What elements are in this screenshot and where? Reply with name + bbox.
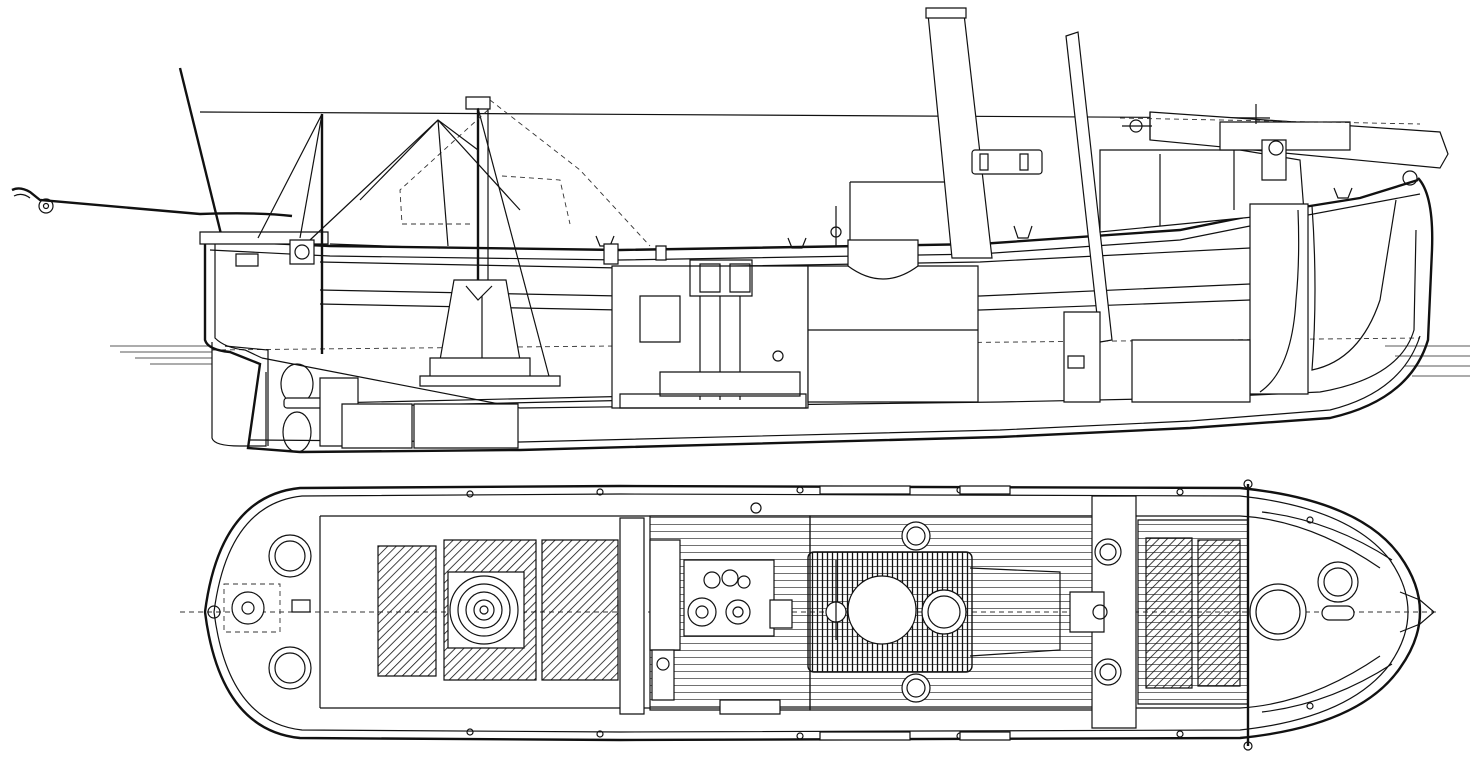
boiler-casing: [808, 182, 978, 402]
bow-searchlight: [1120, 104, 1448, 185]
capstan: [420, 280, 560, 386]
deck-bitts: [596, 188, 1352, 264]
funnel: [926, 8, 1042, 258]
forward-deckhouse: [1070, 480, 1252, 750]
mast-rigging: [200, 97, 1270, 380]
side-elevation: [12, 8, 1470, 452]
engine-casing: [612, 260, 808, 408]
stern-fittings: [208, 535, 311, 689]
deck-plan: [180, 480, 1438, 750]
aft-hatches: [378, 518, 644, 714]
propeller-assembly: [281, 364, 640, 452]
deck-bolts: [467, 486, 1313, 740]
bow-fittings: [1250, 512, 1434, 712]
vent-pipe: [1064, 32, 1112, 402]
wheelhouse: [1100, 150, 1396, 402]
deck-hull-outline: [205, 486, 1420, 740]
stern-davit: [12, 68, 328, 266]
tarp-cover: [310, 120, 520, 248]
engine-deck: [650, 503, 810, 714]
